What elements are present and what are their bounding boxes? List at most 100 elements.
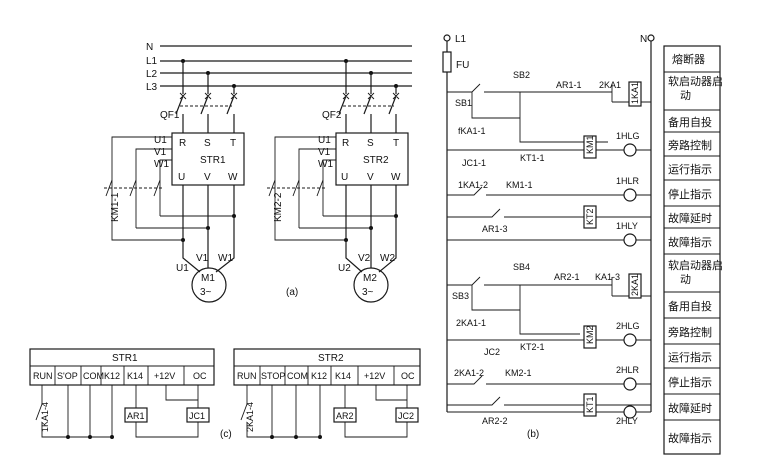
str1-tap-u1: U1	[154, 135, 167, 146]
str2-output-w: W	[391, 172, 401, 183]
output-jc1-label: JC1	[189, 411, 205, 421]
label-kt2-1: KT2-1	[520, 342, 545, 352]
label-kt2: KT2	[585, 208, 595, 225]
tb2-k14: K14	[335, 371, 351, 381]
tb1-12v: +12V	[154, 371, 175, 381]
tb2-stop: STOP	[261, 371, 285, 381]
legend-item-10: 备用自投	[668, 299, 712, 313]
starter-2-box	[335, 132, 409, 186]
motor-2-name: M2	[363, 273, 377, 284]
label-1ka1: 1KA1	[630, 82, 640, 104]
str1-input-t: T	[230, 138, 236, 149]
motor-1-terminal-w: W1	[218, 253, 233, 264]
label-2ka1-2: 2KA1-2	[454, 368, 484, 378]
lamp-1hlr	[623, 188, 637, 202]
coil-2ka1	[628, 273, 642, 299]
contact-1kA1-4: 1KA1-4	[40, 402, 50, 432]
phase-label: L1	[455, 34, 467, 45]
coil-km2	[583, 325, 597, 349]
bus-label-l1: L1	[146, 56, 158, 67]
str2-input-r: R	[342, 138, 349, 149]
bus-label-l3: L3	[146, 82, 158, 93]
output-jc2-label: JC2	[398, 411, 414, 421]
label-km1-1: KM1-1	[506, 180, 533, 190]
label-1hlr: 1HLR	[616, 176, 640, 186]
control-terminals-c: STR1 RUN S'OP COM K12 K14 +12V OC AR1 JC…	[29, 348, 421, 440]
str2-output-u: U	[341, 172, 348, 183]
fuse-label: FU	[456, 60, 469, 71]
motor-2-phase: 3~	[362, 287, 374, 298]
str2-tap-v1: V1	[318, 147, 331, 158]
label-2hlr: 2HLR	[616, 365, 640, 375]
tb2-oc: OC	[401, 371, 415, 381]
legend-item-3: 备用自投	[668, 115, 712, 129]
label-ar2-1: AR2-1	[554, 272, 580, 282]
legend-item-4: 旁路控制	[668, 138, 712, 152]
coil-kt1	[583, 393, 597, 417]
label-ka1-3: KA1-3	[595, 272, 620, 282]
coil-kt2	[583, 205, 597, 229]
legend-item-7: 故障延时	[668, 211, 712, 225]
terminal-block-1-name: STR1	[112, 353, 138, 364]
label-2hlg: 2HLG	[616, 321, 640, 331]
tb1-com: COM	[83, 371, 104, 381]
label-ar1-1: AR1-1	[556, 80, 582, 90]
label-kt1-1: KT1-1	[520, 153, 545, 163]
motor-1-name: M1	[201, 273, 215, 284]
str1-tap-w1: W1	[154, 159, 169, 170]
fuse	[442, 51, 452, 73]
label-jc1-1: JC1-1	[462, 158, 486, 168]
legend-item-2: 软启动器启动	[668, 74, 723, 102]
output-ar1-label: AR1	[127, 411, 145, 421]
bypass-1-label: KM1-1	[110, 192, 121, 222]
contact-2kA1-4: 2KA1-4	[245, 402, 255, 432]
terminal-block-2	[233, 348, 421, 386]
label-1hlg: 1HLG	[616, 131, 640, 141]
str1-output-w: W	[228, 172, 238, 183]
legend-item-14: 故障延时	[668, 401, 712, 415]
legend-item-15: 故障指示	[668, 431, 712, 445]
label-ar2-2: AR2-2	[482, 416, 508, 426]
str1-input-s: S	[204, 138, 211, 149]
lamp-1hly	[623, 233, 637, 247]
str2-name: STR2	[363, 155, 389, 166]
label-1ka1-2: 1KA1-2	[458, 180, 488, 190]
legend-item-1: 熔断器	[672, 52, 705, 66]
tb2-run: RUN	[237, 371, 257, 381]
motor-2-terminal-w: W2	[380, 253, 395, 264]
bus-label-l2: L2	[146, 69, 158, 80]
label-fka1-1: fKA1-1	[458, 126, 486, 136]
motor-2-terminal-u: U2	[338, 263, 351, 274]
label-km2-1: KM2-1	[505, 368, 532, 378]
motor-1-terminal-v: V1	[196, 253, 209, 264]
breaker-2-label: QF2	[322, 110, 342, 121]
breaker-1-label: QF1	[160, 110, 180, 121]
str2-tap-w1: W1	[318, 159, 333, 170]
motor-1-phase: 3~	[200, 287, 212, 298]
neutral-label: N	[640, 34, 647, 45]
tb1-oc: OC	[193, 371, 207, 381]
str1-tap-v1: V1	[154, 147, 167, 158]
output-ar2-label: AR2	[336, 411, 354, 421]
lamp-2hlr	[623, 377, 637, 391]
str2-input-t: T	[393, 138, 399, 149]
coil-km1	[583, 135, 597, 159]
label-2ka1-1: 2KA1-1	[456, 318, 486, 328]
str2-input-s: S	[367, 138, 374, 149]
bus-label-n: N	[146, 42, 153, 53]
label-sb4: SB4	[513, 262, 530, 272]
str2-output-v: V	[367, 172, 374, 183]
starter-1-box	[171, 132, 245, 186]
coil-1ka1	[628, 81, 642, 107]
label-sb2: SB2	[513, 70, 530, 80]
function-legend: 熔断器 软启动器启动 备用自投 旁路控制 运行指示 停止指示 故障延时 故障指示…	[663, 45, 723, 455]
lamp-2hly	[623, 405, 637, 419]
label-km1: KM1	[585, 135, 595, 154]
control-circuit-b: L1 N FU SB1 SB2 fKA1-1 AR1-1 2KA1 1KA1 J…	[442, 34, 655, 440]
power-circuit-a: N L1 L2 L3 QF1 R S T STR1 U V W U1 V1 W1…	[104, 42, 412, 303]
motor-2-terminal-v: V2	[358, 253, 371, 264]
legend-item-5: 运行指示	[668, 162, 712, 176]
label-2ka1-coil: 2KA1	[630, 274, 640, 296]
tb2-com: COM	[287, 371, 308, 381]
str2-tap-u1: U1	[318, 135, 331, 146]
